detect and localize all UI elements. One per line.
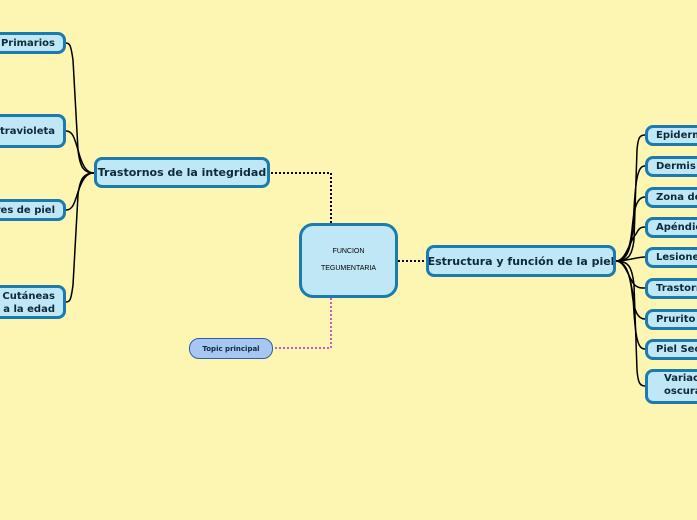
connector-center-left: [270, 172, 332, 223]
subtopic-label: Apéndic: [656, 222, 697, 233]
central-topic-line2: TEGUMENTARIA: [320, 265, 377, 272]
connector-left-1: [65, 42, 95, 174]
subtopic-label: s Primarios: [0, 37, 55, 49]
connector-left-3: [65, 172, 95, 211]
subtopic-left-1[interactable]: s Primarios: [0, 32, 66, 54]
subtopic-label: Zona de: [656, 192, 697, 203]
subtopic-left-4[interactable]: Cutáneas a la edad: [0, 285, 66, 319]
connector-right-4: [615, 226, 646, 262]
subtopic-left-2[interactable]: travioleta: [0, 114, 66, 148]
subtopic-label: travioleta: [0, 125, 55, 137]
subtopic-label-line1: Variaci: [664, 373, 697, 384]
subtopic-label: eres de piel: [0, 204, 55, 216]
subtopic-right-2[interactable]: Dermis: [645, 156, 697, 177]
connector-left-2: [65, 130, 95, 174]
floating-topic[interactable]: Topic principal: [189, 338, 273, 359]
subtopic-label: Epiderm: [656, 130, 697, 141]
subtopic-right-7[interactable]: Prurito: [645, 309, 697, 330]
main-topic-label: Estructura y función de la piel: [427, 254, 615, 268]
main-topic-trastornos[interactable]: Trastornos de la integridad: [94, 157, 270, 188]
subtopic-label: Lesiones: [656, 252, 697, 263]
subtopic-label: Trastorn: [656, 283, 697, 294]
subtopic-label-line1: Cutáneas: [2, 291, 55, 302]
subtopic-right-8[interactable]: Piel Seca: [645, 339, 697, 360]
main-topic-label: Trastornos de la integridad: [97, 166, 267, 179]
connector-left-4: [65, 172, 95, 303]
connector-right-3: [615, 196, 646, 262]
subtopic-label: Dermis: [656, 161, 696, 172]
subtopic-label: Piel Seca: [656, 344, 697, 355]
central-topic[interactable]: FUNCION TEGUMENTARIA: [299, 223, 398, 298]
connector-right-2: [615, 165, 646, 262]
subtopic-right-9[interactable]: Variaci oscura: [645, 369, 697, 404]
subtopic-left-3[interactable]: eres de piel: [0, 199, 66, 221]
connector-right-9: [615, 260, 646, 387]
subtopic-right-6[interactable]: Trastorn: [645, 278, 697, 299]
connector-right-8: [615, 260, 646, 350]
floating-topic-label: Topic principal: [202, 344, 260, 353]
subtopic-label: Prurito: [656, 314, 696, 325]
central-topic-line1: FUNCION: [332, 247, 365, 255]
subtopic-right-1[interactable]: Epiderm: [645, 125, 697, 146]
subtopic-right-3[interactable]: Zona de: [645, 187, 697, 208]
connector-center-topic: [273, 298, 332, 349]
subtopic-right-4[interactable]: Apéndic: [645, 217, 697, 238]
subtopic-label-line2: oscura: [664, 386, 697, 397]
subtopic-label-line2: a la edad: [3, 304, 55, 315]
main-topic-estructura[interactable]: Estructura y función de la piel: [426, 245, 616, 277]
subtopic-right-5[interactable]: Lesiones: [645, 247, 697, 268]
